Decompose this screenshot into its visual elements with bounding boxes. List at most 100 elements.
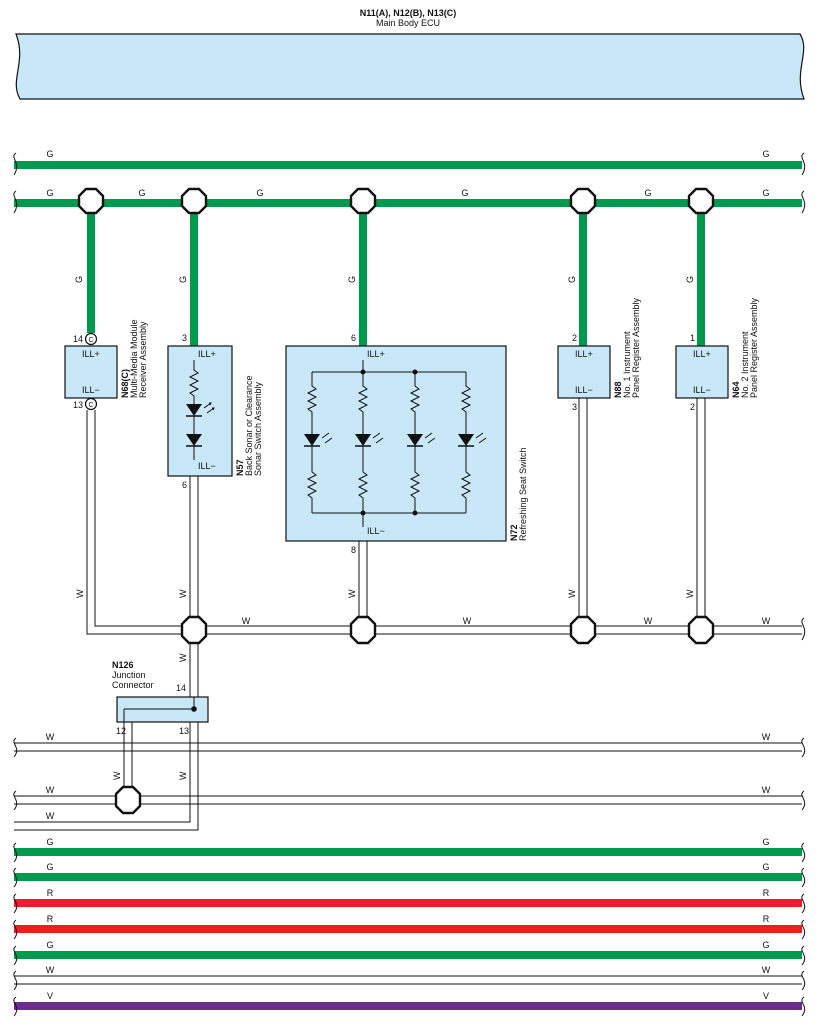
n88-box	[557, 345, 611, 399]
top-bus-1-label-left: G	[46, 149, 53, 159]
bottom-bus-break-left	[13, 790, 18, 811]
n72-pin-plus-no: 6	[351, 333, 356, 343]
bottom-bus-break-right	[801, 737, 806, 758]
ecu-title: N11(A), N12(B), N13(C)	[360, 8, 457, 18]
n72-led-arrows	[424, 432, 436, 444]
bottom-bus-wire	[14, 795, 802, 805]
junction-pin-in: 14	[176, 683, 186, 693]
n72-bus-lines	[312, 360, 466, 527]
splice-node	[114, 785, 142, 815]
top-bus-2-break-left	[13, 190, 18, 214]
n72-pin-minus-name: ILL−	[367, 526, 385, 536]
n72-resistor-icon	[306, 446, 318, 513]
bottom-bus-break-right	[801, 996, 806, 1017]
n88-pin-minus-no: 3	[572, 402, 577, 412]
n72-box	[285, 345, 507, 542]
bottom-bus-wire	[14, 742, 802, 752]
bottom-bus-label-right: V	[763, 991, 769, 1001]
splice-node	[569, 187, 597, 215]
splice-node	[687, 187, 715, 215]
junction-wire-label: W	[112, 771, 122, 780]
bottom-bus-break-right	[801, 867, 806, 888]
bottom-bus-label-left: R	[47, 888, 54, 898]
return-label: W	[75, 589, 85, 598]
n64-code: N64	[731, 381, 741, 398]
junction-pin-b: 13	[179, 726, 189, 736]
n68-pin-plus-name: ILL+	[82, 349, 100, 359]
n72-led-icon	[304, 434, 320, 446]
bottom-bus-label-right: R	[763, 888, 770, 898]
drop-n64-plus	[697, 203, 705, 346]
n72-resistor-icon	[409, 446, 421, 513]
n68-connector-c-top-letter: C	[88, 337, 93, 344]
bottom-bus-label-left: W	[46, 732, 55, 742]
junction-code: N126	[112, 660, 134, 670]
bottom-bus-break-left	[13, 996, 18, 1017]
bottom-bus-label-left: W	[46, 785, 55, 795]
n72-resistor-icon	[306, 372, 318, 434]
n88-desc-line2: Panel Register Assembly	[631, 297, 641, 398]
n72-resistor-icon	[460, 446, 472, 513]
return-n88	[578, 398, 588, 617]
drop-label: G	[567, 276, 577, 283]
n57-diode-icon	[186, 434, 202, 446]
top-bus-2-break-right	[801, 190, 806, 214]
n57-resistor-icon	[188, 360, 200, 404]
bottom-bus-break-left	[13, 867, 18, 888]
drop-n72-plus	[359, 203, 367, 346]
ground-down-label: W	[178, 653, 188, 662]
top-bus-2-label: G	[256, 188, 263, 198]
junction-name-line1: Junction	[112, 670, 146, 680]
drop-label: G	[178, 276, 188, 283]
top-bus-1-wire	[14, 161, 802, 169]
n88-pin-plus-no: 2	[572, 333, 577, 343]
drop-label: G	[74, 276, 84, 283]
top-splices	[77, 187, 715, 215]
green-drop-labels: G G G G G	[74, 276, 695, 283]
bottom-bus-break-right	[801, 842, 806, 863]
bottom-bus-label-right: W	[762, 732, 771, 742]
n88-desc-line1: No. 1 Instrument	[622, 331, 632, 398]
n68-pin-minus-no: 13	[73, 400, 83, 410]
component-n68: C C 14 13 ILL+ ILL− N68(C) Multi-Media M…	[64, 319, 148, 411]
n57-pin-minus-name: ILL−	[198, 461, 216, 471]
n64-desc-line2: Panel Register Assembly	[749, 297, 759, 398]
bottom-bus-label-left: G	[46, 862, 53, 872]
bottom-bus-wire	[14, 873, 802, 881]
top-bus-2: G G G G G G	[13, 188, 806, 214]
n88-pin-plus-name: ILL+	[575, 349, 593, 359]
n72-branch	[304, 372, 333, 513]
n72-branch	[407, 372, 436, 513]
n72-resistor-icon	[357, 372, 369, 434]
n68-connector-c-bottom-letter: C	[88, 402, 93, 409]
drop-label: G	[347, 276, 357, 283]
n57-led-icon	[186, 404, 202, 416]
bottom-bus-break-left	[13, 737, 18, 758]
n72-pin-minus-no: 8	[351, 545, 356, 555]
bottom-bus-break-left	[13, 842, 18, 863]
bottom-bus-label-right: G	[762, 862, 769, 872]
n72-led-icon	[355, 434, 371, 446]
return-label: W	[178, 589, 188, 598]
splice-node	[349, 615, 377, 645]
junction-n126: N126 Junction Connector 14 12 13	[112, 660, 209, 736]
drop-n68-plus	[87, 203, 95, 333]
bottom-bus-wire	[14, 848, 802, 856]
n72-led-arrows	[372, 432, 384, 444]
bottom-bus-break-left	[13, 970, 18, 991]
n72-branch	[458, 372, 487, 513]
n57-box	[167, 345, 233, 477]
n72-resistor-icon	[409, 372, 421, 434]
return-label: W	[685, 589, 695, 598]
top-bus-1: G G	[13, 149, 806, 176]
splice-node	[180, 615, 208, 645]
n72-led-arrows	[321, 432, 333, 444]
n57-pin-minus-no: 6	[182, 480, 187, 490]
n64-pin-plus-name: ILL+	[693, 349, 711, 359]
n88-code: N88	[613, 381, 623, 398]
n68-desc-line1: Multi-Media Module	[129, 319, 139, 398]
top-bus-2-label: G	[762, 188, 769, 198]
bottom-bus-break-right	[801, 893, 806, 914]
junction-name-line2: Connector	[112, 680, 154, 690]
